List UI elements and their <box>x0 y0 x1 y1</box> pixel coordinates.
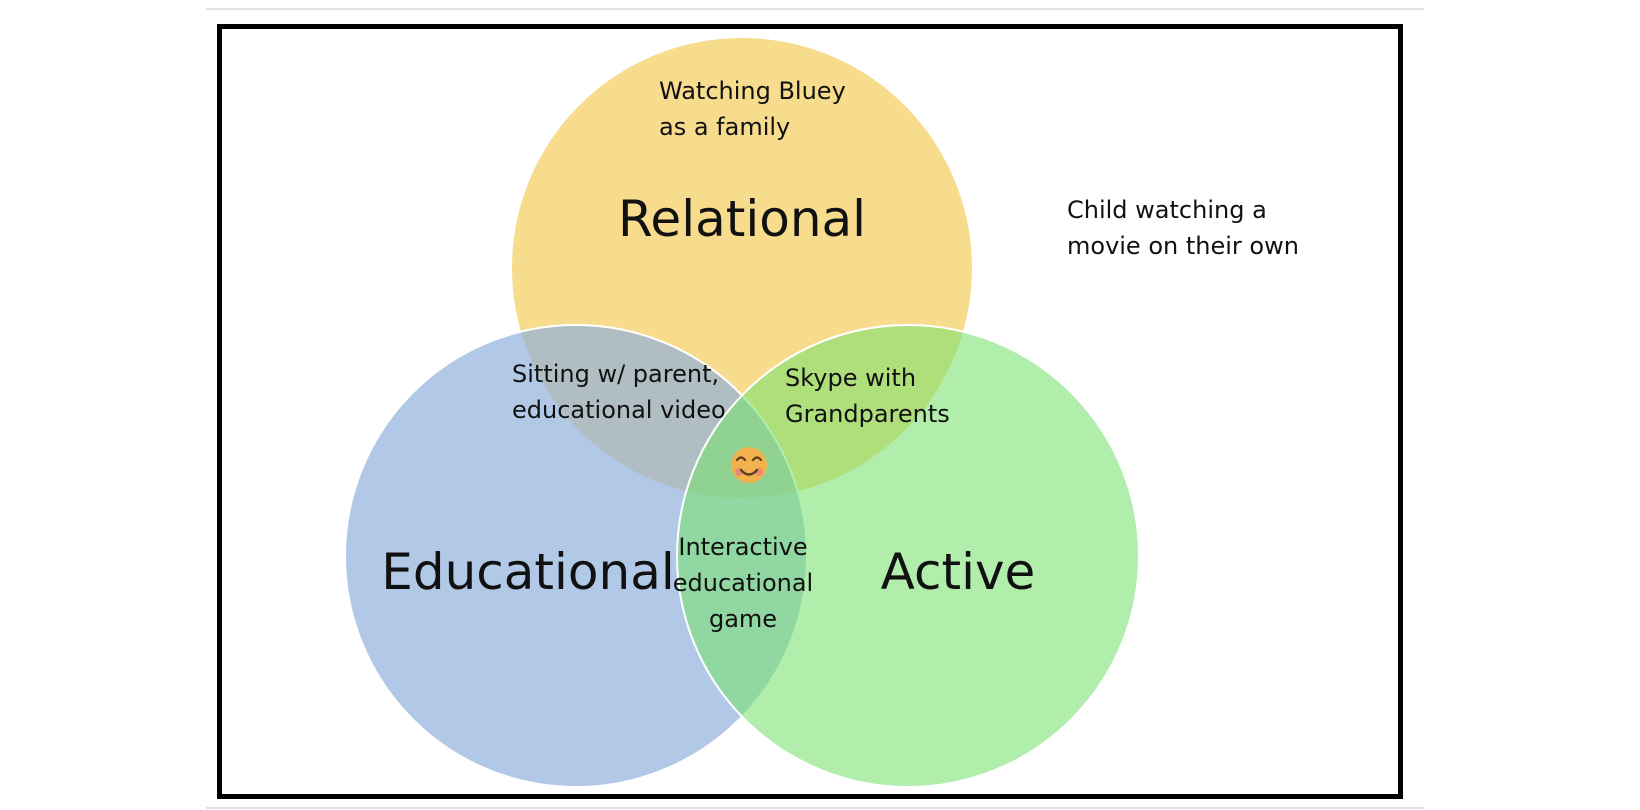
relational-educational-line-2: educational video <box>512 396 726 424</box>
active-label: Active <box>881 543 1036 601</box>
educational-active-line-3: game <box>709 605 777 633</box>
relational-active-line-2: Grandparents <box>785 400 950 428</box>
educational-label: Educational <box>381 543 674 601</box>
educational-active-line-1: Interactive <box>678 533 807 561</box>
outside-line-1: Child watching a <box>1067 196 1267 224</box>
relational-label: Relational <box>618 190 866 248</box>
relational-only-line-2: as a family <box>659 113 790 141</box>
outside-line-2: movie on their own <box>1067 232 1299 260</box>
relational-educational-line-1: Sitting w/ parent, <box>512 360 719 388</box>
bottom-divider <box>206 807 1424 809</box>
educational-active-line-2: educational <box>673 569 813 597</box>
relational-only-line-1: Watching Bluey <box>659 77 846 105</box>
smiling-face-emoji-icon <box>731 447 767 483</box>
active-circle <box>676 324 1140 788</box>
relational-active-line-1: Skype with <box>785 364 916 392</box>
top-divider <box>206 8 1424 10</box>
